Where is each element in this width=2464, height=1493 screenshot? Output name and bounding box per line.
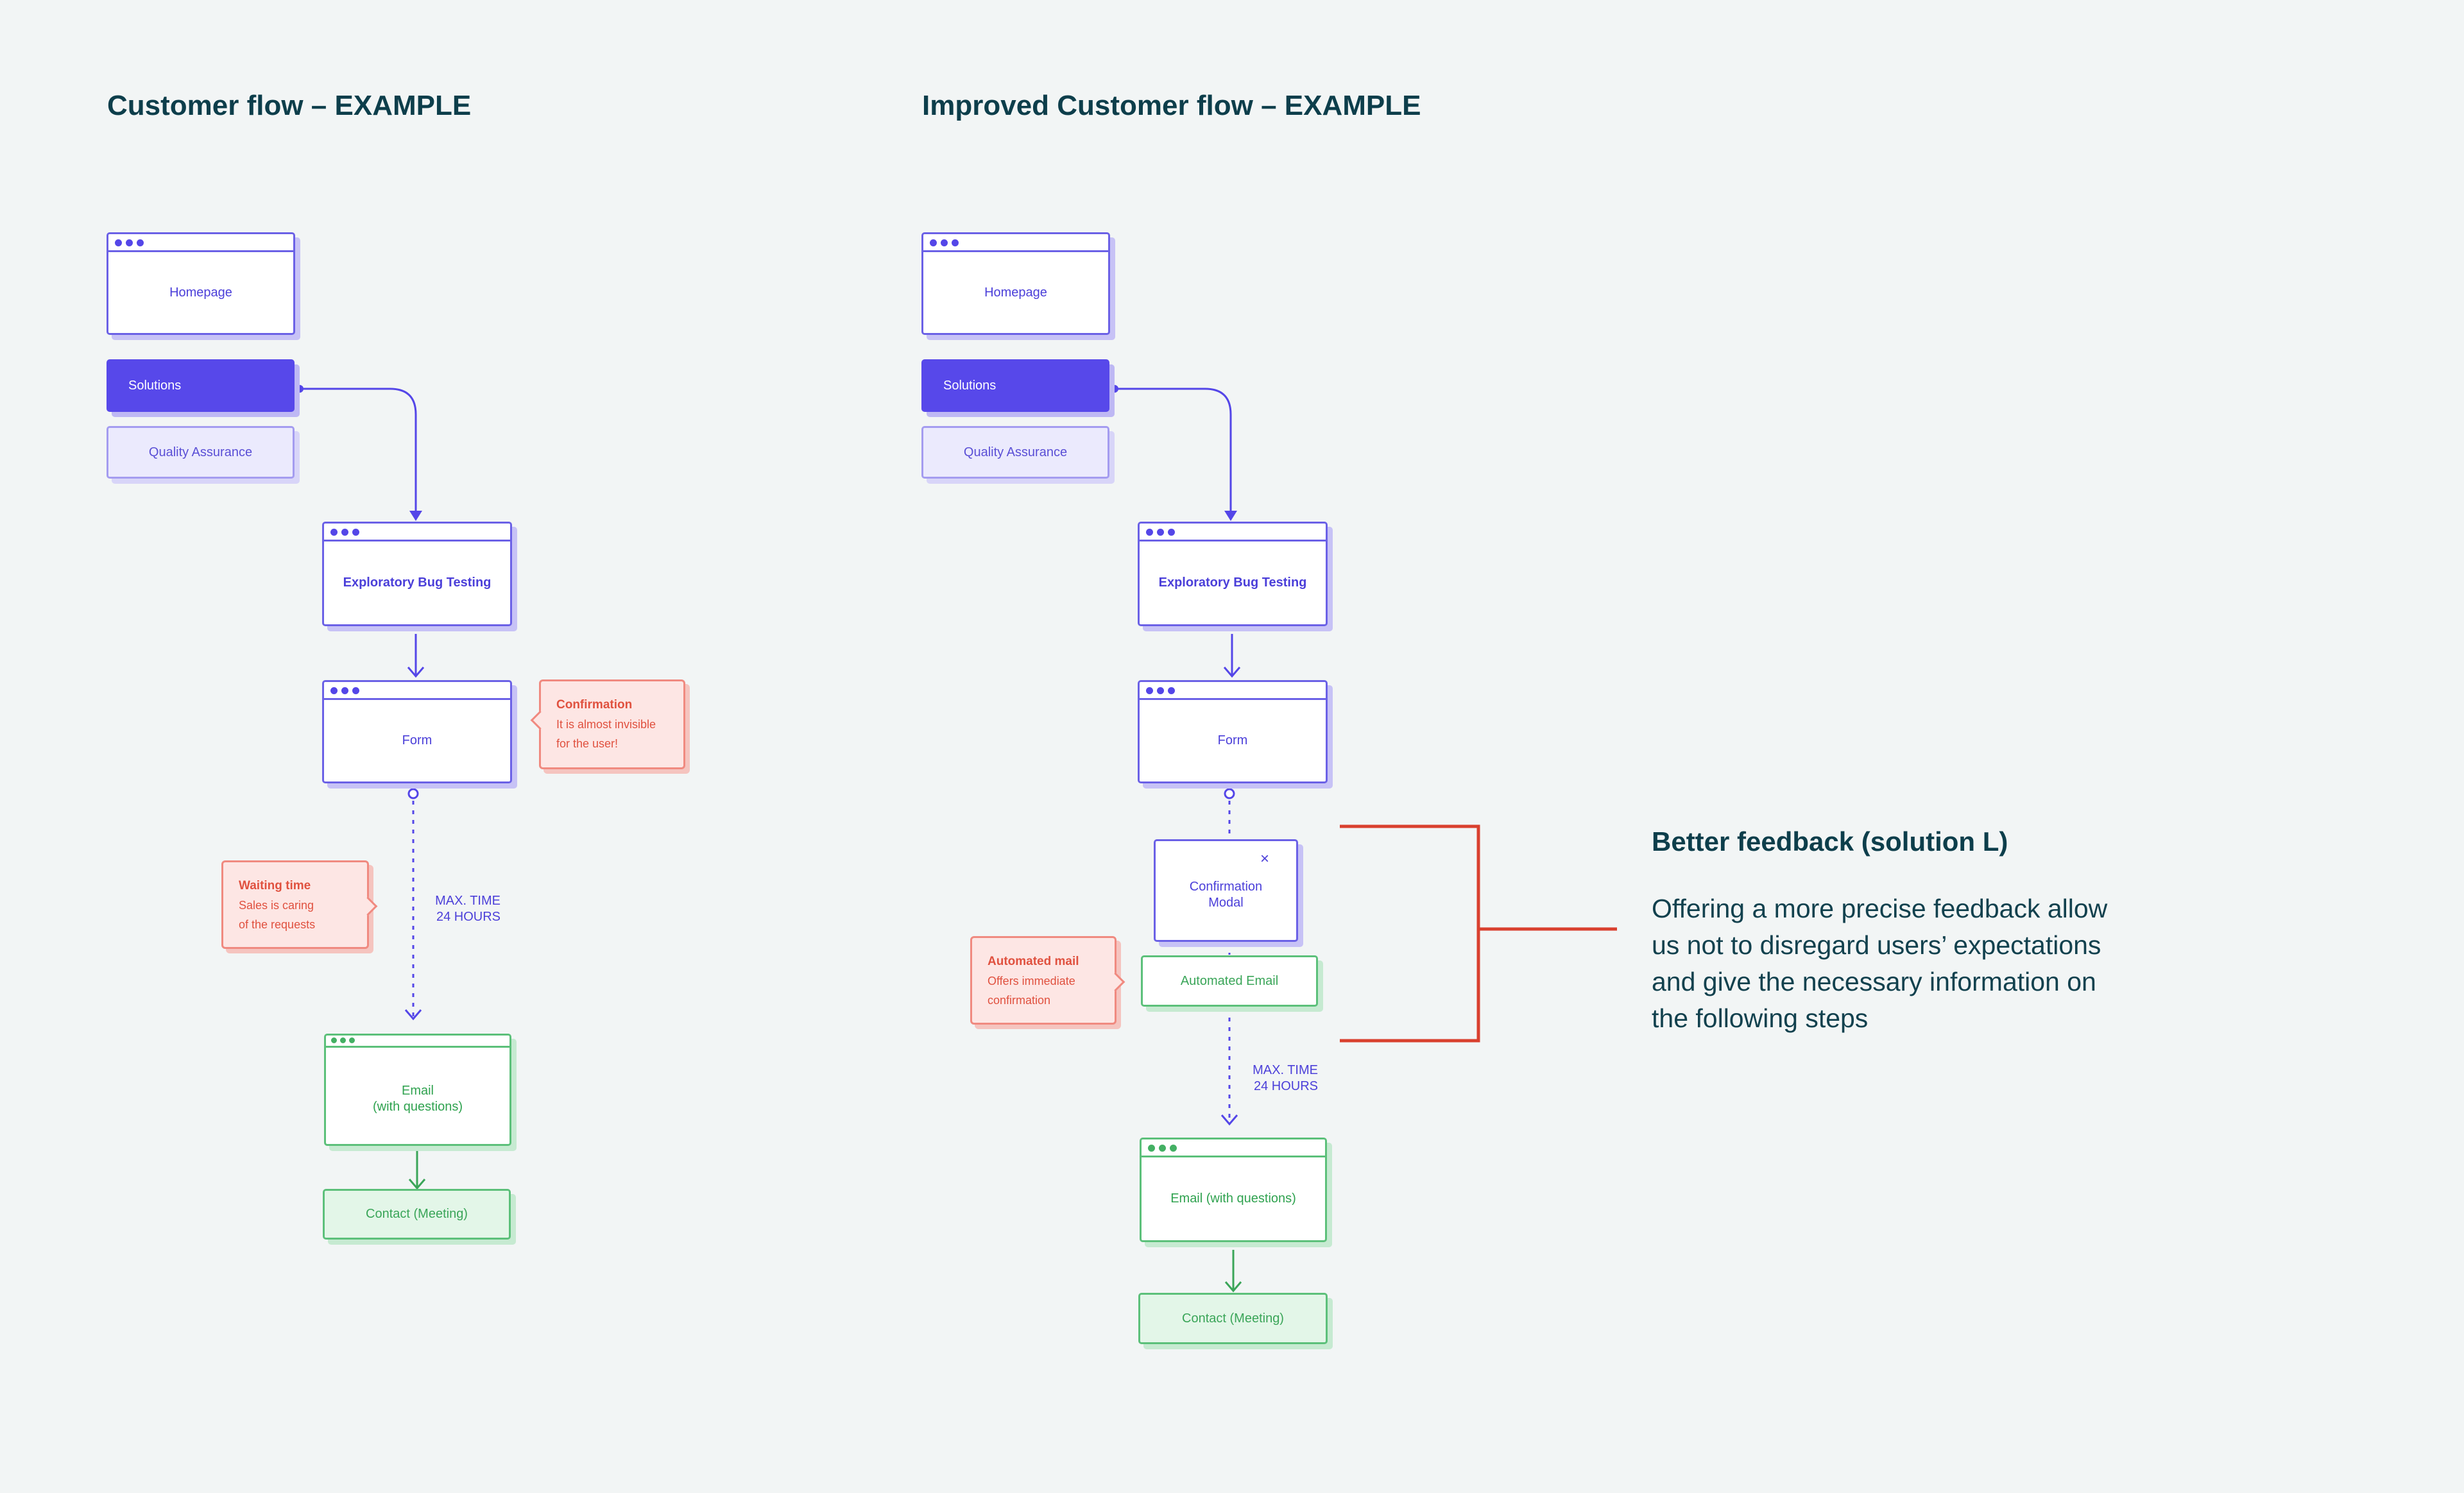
- window-dot-icon: [137, 239, 144, 246]
- window-titlebar: [326, 1036, 509, 1048]
- window-titlebar: [324, 524, 510, 542]
- window-dot-icon: [352, 529, 359, 536]
- window-dot-icon: [115, 239, 122, 246]
- window-dot-icon: [330, 687, 338, 694]
- left-contact-button[interactable]: Contact (Meeting): [323, 1189, 511, 1240]
- note-body: It is almost invisible for the user!: [556, 718, 656, 750]
- window-titlebar: [1140, 524, 1326, 542]
- window-dot-icon: [341, 687, 348, 694]
- window-titlebar: [108, 234, 293, 252]
- window-dot-icon: [952, 239, 959, 246]
- right-contact-button[interactable]: Contact (Meeting): [1138, 1293, 1328, 1344]
- window-dot-icon: [1146, 687, 1153, 694]
- left-flow-title: Customer flow – EXAMPLE: [107, 90, 472, 121]
- window-dot-icon: [1146, 529, 1153, 536]
- right-form-window[interactable]: Form: [1138, 680, 1328, 783]
- left-quality-assurance-button[interactable]: Quality Assurance: [107, 426, 295, 479]
- window-dot-icon: [352, 687, 359, 694]
- right-confirmation-modal[interactable]: × Confirmation Modal: [1154, 839, 1298, 942]
- close-icon[interactable]: ×: [1260, 850, 1269, 867]
- left-connector-solutions: [296, 385, 422, 521]
- window-dot-icon: [1159, 1145, 1166, 1152]
- window-label: Homepage: [169, 285, 232, 300]
- note-title: Automated mail: [988, 955, 1079, 968]
- window-titlebar: [324, 682, 510, 700]
- window-dot-icon: [1168, 687, 1175, 694]
- right-automated-note: Automated mail Offers immediate confirma…: [970, 936, 1125, 1025]
- window-label: Email (with questions): [1170, 1191, 1296, 1206]
- left-arrow-to-form: [407, 634, 425, 678]
- right-arrow-to-contact: [1224, 1250, 1242, 1293]
- window-titlebar: [1140, 682, 1326, 700]
- window-dot-icon: [126, 239, 133, 246]
- window-dot-icon: [330, 529, 338, 536]
- right-connector-solutions: [1111, 385, 1237, 521]
- right-homepage-window[interactable]: Homepage: [921, 232, 1110, 335]
- window-dot-icon: [1168, 529, 1175, 536]
- window-dot-icon: [1148, 1145, 1155, 1152]
- note-title: Confirmation: [556, 698, 633, 712]
- window-label: Exploratory Bug Testing: [1158, 576, 1307, 590]
- right-dotted-to-modal: [1224, 788, 1235, 955]
- left-arrow-to-contact: [408, 1150, 426, 1190]
- left-email-window[interactable]: Email (with questions): [324, 1034, 511, 1146]
- feedback-bracket: [1340, 824, 1617, 1043]
- feedback-body: Offering a more precise feedback allow u…: [1652, 894, 2108, 1033]
- window-dot-icon: [1157, 687, 1164, 694]
- window-dot-icon: [349, 1037, 355, 1043]
- right-email-window[interactable]: Email (with questions): [1140, 1138, 1327, 1242]
- right-automated-email-button[interactable]: Automated Email: [1141, 955, 1318, 1007]
- window-label: Form: [1217, 733, 1248, 747]
- window-titlebar: [923, 234, 1108, 252]
- note-body: Offers immediate confirmation: [988, 975, 1075, 1007]
- left-exploratory-window[interactable]: Exploratory Bug Testing: [322, 522, 512, 626]
- window-label: Exploratory Bug Testing: [343, 576, 492, 590]
- window-titlebar: [1142, 1139, 1325, 1157]
- left-solutions-button[interactable]: Solutions: [107, 359, 295, 412]
- window-dot-icon: [941, 239, 948, 246]
- window-dot-icon: [340, 1037, 346, 1043]
- feedback-title: Better feedback (solution L): [1652, 826, 2008, 857]
- right-arrow-to-form: [1223, 634, 1241, 678]
- right-dotted-to-email: [1220, 1018, 1238, 1126]
- left-homepage-window[interactable]: Homepage: [107, 232, 295, 335]
- left-waiting-note: Waiting time Sales is caring of the requ…: [221, 860, 378, 949]
- window-label: Form: [402, 733, 432, 747]
- window-dot-icon: [930, 239, 937, 246]
- note-body: Sales is caring of the requests: [239, 899, 316, 931]
- window-dot-icon: [1170, 1145, 1177, 1152]
- window-label: Homepage: [984, 285, 1047, 300]
- right-flow-title: Improved Customer flow – EXAMPLE: [922, 90, 1421, 121]
- window-dot-icon: [331, 1037, 337, 1043]
- right-quality-assurance-button[interactable]: Quality Assurance: [921, 426, 1109, 479]
- right-max-time-label: MAX. TIME 24 HOURS: [1253, 1063, 1318, 1093]
- note-title: Waiting time: [239, 879, 311, 892]
- left-dotted-to-email: [404, 788, 422, 1021]
- right-exploratory-window[interactable]: Exploratory Bug Testing: [1138, 522, 1328, 626]
- left-confirmation-note: Confirmation It is almost invisible for …: [530, 679, 685, 769]
- window-label: Email (with questions): [372, 1083, 463, 1114]
- left-max-time-label: MAX. TIME 24 HOURS: [435, 894, 501, 924]
- left-form-window[interactable]: Form: [322, 680, 512, 783]
- window-dot-icon: [1157, 529, 1164, 536]
- modal-label: Confirmation Modal: [1189, 880, 1263, 910]
- right-solutions-button[interactable]: Solutions: [921, 359, 1109, 412]
- window-dot-icon: [341, 529, 348, 536]
